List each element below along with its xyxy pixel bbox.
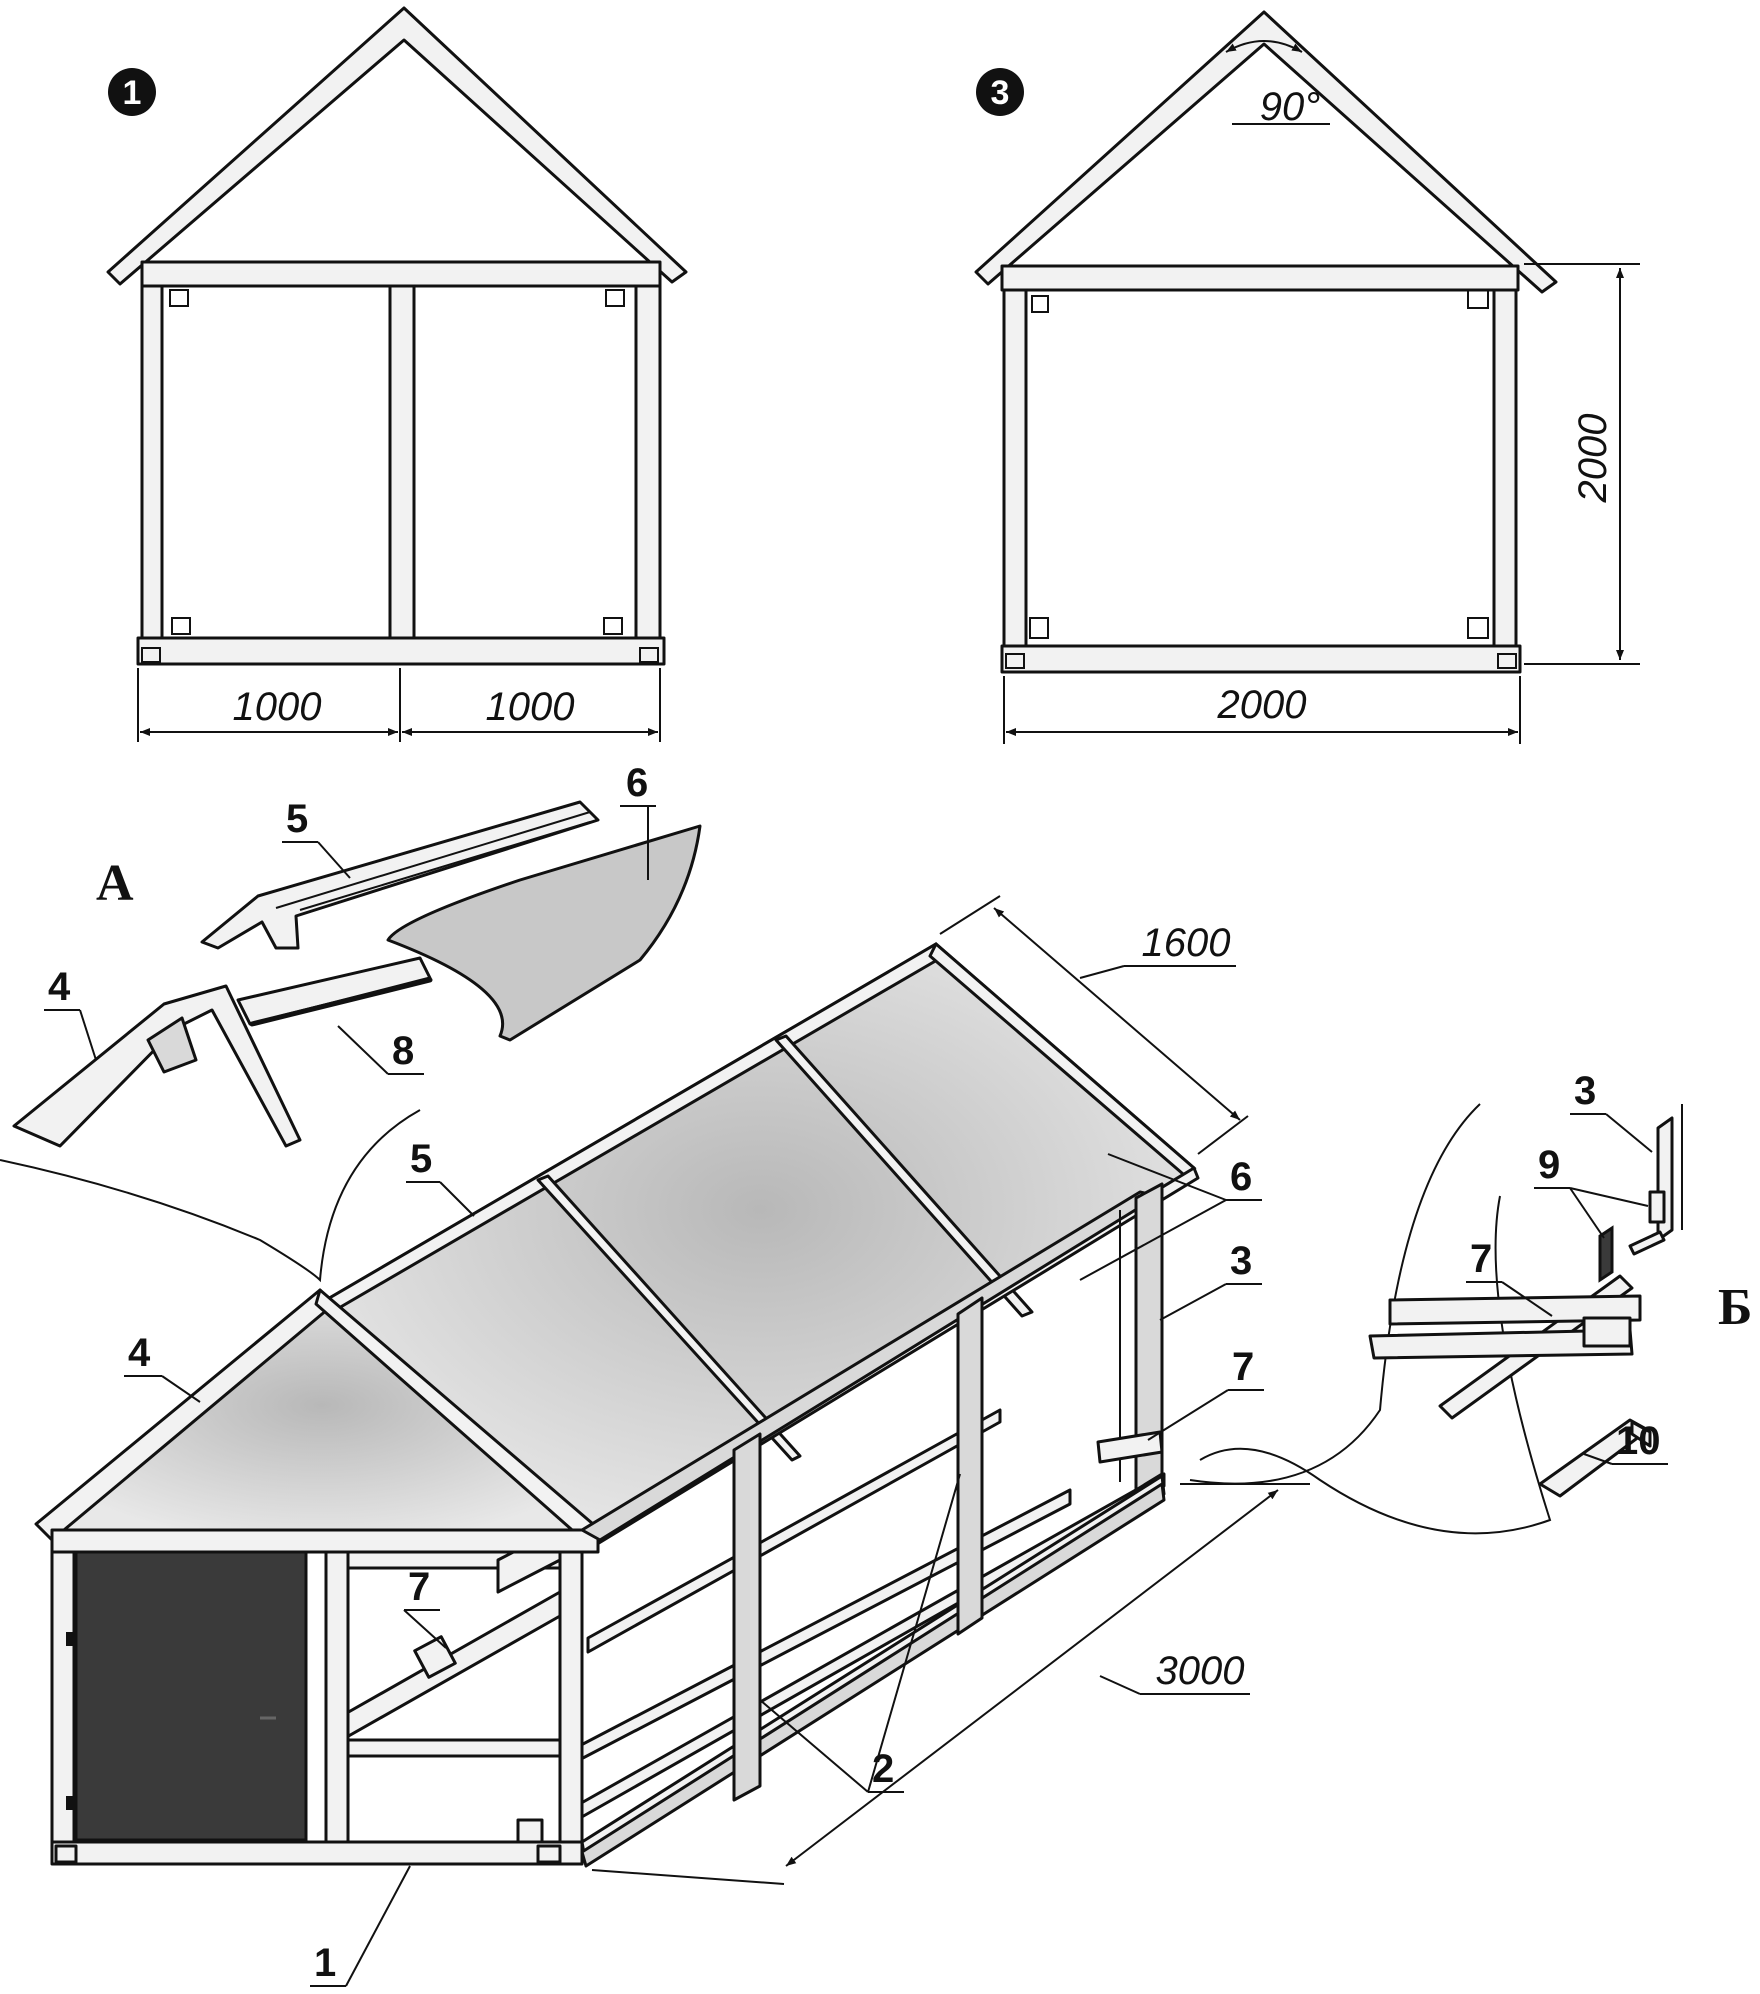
detail-a-roof-panel bbox=[386, 824, 702, 1042]
main-roof-rafter-1 bbox=[536, 1174, 802, 1462]
detail-b-joint-block bbox=[1582, 1316, 1632, 1348]
main-door bbox=[74, 1550, 308, 1842]
figure-1-number: 1 bbox=[123, 74, 142, 112]
main-base-beam-1 bbox=[50, 1840, 584, 1866]
detail-a-ridge: А 5 6 4 8 bbox=[0, 761, 702, 1283]
figure-3-right-post bbox=[1492, 288, 1518, 648]
figure-3-number-badge bbox=[976, 68, 1024, 116]
main-far-base-rail bbox=[574, 1472, 1166, 1820]
main-rear-post-3 bbox=[1134, 1182, 1164, 1492]
detail-b-callout-10: 10 bbox=[1616, 1419, 1661, 1463]
detail-b-letter: Б bbox=[1718, 1279, 1752, 1336]
figure-1-right-post bbox=[634, 284, 662, 640]
main-isometric-view: 1600 3000 5 4 6 3 7 7 2 1 bbox=[34, 895, 1310, 1987]
figure-3-corner-blocks bbox=[1005, 289, 1517, 669]
figure-1-dim-left: 1000 bbox=[233, 685, 322, 729]
detail-a-callout-6: 6 bbox=[626, 761, 648, 805]
main-rear-beam-7 bbox=[1096, 1430, 1164, 1464]
figure-1-dim-right: 1000 bbox=[486, 685, 575, 729]
figure-1-number-badge bbox=[108, 68, 156, 116]
main-dim-length: 3000 bbox=[1156, 1649, 1245, 1693]
main-callout-4: 4 bbox=[128, 1331, 151, 1375]
main-callout-7-inner: 7 bbox=[408, 1565, 430, 1609]
detail-a-callout-4: 4 bbox=[48, 965, 71, 1009]
detail-a-ridge-cap bbox=[200, 800, 600, 950]
main-callout-5: 5 bbox=[410, 1137, 432, 1181]
detail-a-letter: А bbox=[96, 855, 134, 912]
figure-1-middle-post bbox=[388, 284, 416, 640]
figure-3-top-beam bbox=[1000, 264, 1520, 292]
main-dim-roof-width: 1600 bbox=[1142, 921, 1231, 965]
figure-1-corner-blocks bbox=[141, 289, 659, 663]
main-callout-3: 3 bbox=[1230, 1239, 1252, 1283]
main-inner-cross-rail-low bbox=[344, 1738, 562, 1758]
main-callout-1: 1 bbox=[314, 1941, 336, 1985]
figure-1-bottom-beam bbox=[136, 636, 666, 666]
detail-b-bracket-9 bbox=[1648, 1190, 1666, 1224]
main-door-hinge-top bbox=[66, 1632, 76, 1646]
detail-b-callout-9: 9 bbox=[1538, 1143, 1560, 1187]
detail-a-boundary bbox=[0, 1109, 421, 1283]
detail-b-callout-3: 3 bbox=[1574, 1069, 1596, 1113]
detail-a-ridge-beam bbox=[236, 956, 432, 1026]
figure-1-left-post bbox=[140, 284, 164, 640]
detail-a-callout-5: 5 bbox=[286, 797, 308, 841]
figure-3-left-post bbox=[1002, 288, 1028, 648]
figure-1-front-frame: 1 1000 1000 bbox=[106, 6, 688, 742]
detail-b-callout-7: 7 bbox=[1470, 1237, 1492, 1281]
main-corner-block bbox=[516, 1818, 544, 1844]
main-roof-rafter-2 bbox=[774, 1034, 1034, 1318]
detail-b-base-joint: Б 3 9 7 10 bbox=[1189, 1069, 1752, 1535]
main-front-top-beam bbox=[50, 1528, 600, 1554]
figure-3-angle-label: 90° bbox=[1260, 85, 1321, 129]
figure-1-roof-gable bbox=[106, 6, 688, 286]
figure-3-dim-width: 2000 bbox=[1217, 683, 1307, 727]
figure-3-roof-gable bbox=[974, 10, 1558, 294]
main-door-hinge-bottom bbox=[66, 1796, 76, 1810]
main-front-right-post bbox=[558, 1550, 584, 1844]
figure-3-number: 3 bbox=[991, 74, 1010, 112]
main-callout-7-right: 7 bbox=[1232, 1345, 1254, 1389]
detail-a-rafters bbox=[12, 984, 302, 1148]
main-front-middle-post bbox=[324, 1550, 350, 1844]
detail-a-callout-8: 8 bbox=[392, 1029, 414, 1073]
figure-3-dim-height: 2000 bbox=[1571, 414, 1615, 504]
figure-3-rear-frame: 3 90° 2000 2000 bbox=[974, 10, 1640, 744]
figure-3-bottom-beam bbox=[1000, 644, 1522, 674]
main-callout-6: 6 bbox=[1230, 1155, 1252, 1199]
main-side-post-2a bbox=[732, 1432, 762, 1802]
figure-3-angle-arc bbox=[1225, 40, 1303, 53]
main-side-post-2b bbox=[956, 1296, 984, 1636]
figure-1-top-beam bbox=[140, 260, 662, 288]
